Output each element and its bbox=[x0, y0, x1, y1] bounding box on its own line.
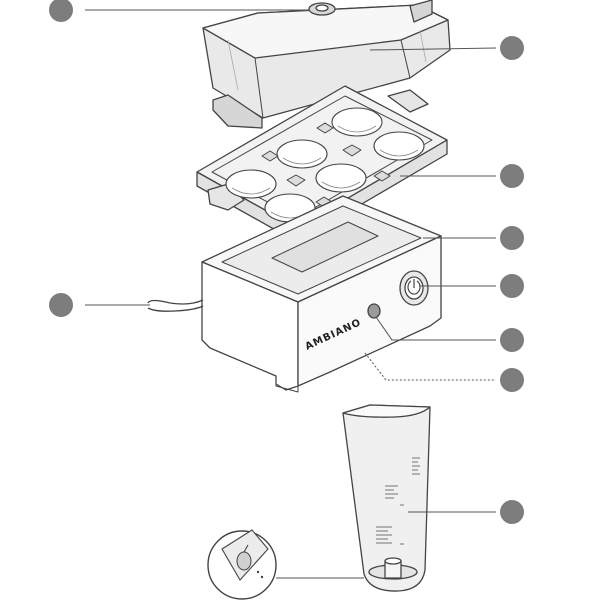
tray-left-handle bbox=[207, 183, 245, 211]
measuring-cup bbox=[342, 404, 431, 592]
graduation-marks bbox=[376, 457, 420, 545]
base-unit: AMBIANO bbox=[201, 195, 442, 393]
power-switch[interactable] bbox=[399, 270, 429, 306]
egg-piercer bbox=[368, 557, 418, 580]
callout-line-cable-storage bbox=[364, 352, 496, 381]
lid-right-handle bbox=[409, 0, 433, 23]
callout-lines bbox=[85, 9, 497, 579]
callout-badges bbox=[49, 0, 524, 524]
badge-heating-plate bbox=[500, 226, 524, 250]
tray-right-handle bbox=[387, 89, 429, 113]
badge-lid bbox=[500, 36, 524, 60]
callout-line-indicator-light bbox=[375, 316, 496, 341]
egg-tray bbox=[196, 85, 448, 243]
lid-left-handle bbox=[212, 94, 263, 129]
power-cord bbox=[147, 299, 204, 305]
piercer-detail-zoom bbox=[207, 529, 277, 600]
badge-lid-handle bbox=[49, 0, 73, 22]
badge-power-switch bbox=[500, 274, 524, 298]
badge-measuring-cup bbox=[500, 500, 524, 524]
callout-line-lid bbox=[369, 47, 497, 51]
badge-egg-tray bbox=[500, 164, 524, 188]
indicator-light bbox=[367, 303, 381, 319]
badge-cable-storage bbox=[500, 368, 524, 392]
lid bbox=[202, 0, 451, 129]
badge-indicator-light bbox=[500, 328, 524, 352]
badge-power-cord bbox=[49, 293, 73, 317]
